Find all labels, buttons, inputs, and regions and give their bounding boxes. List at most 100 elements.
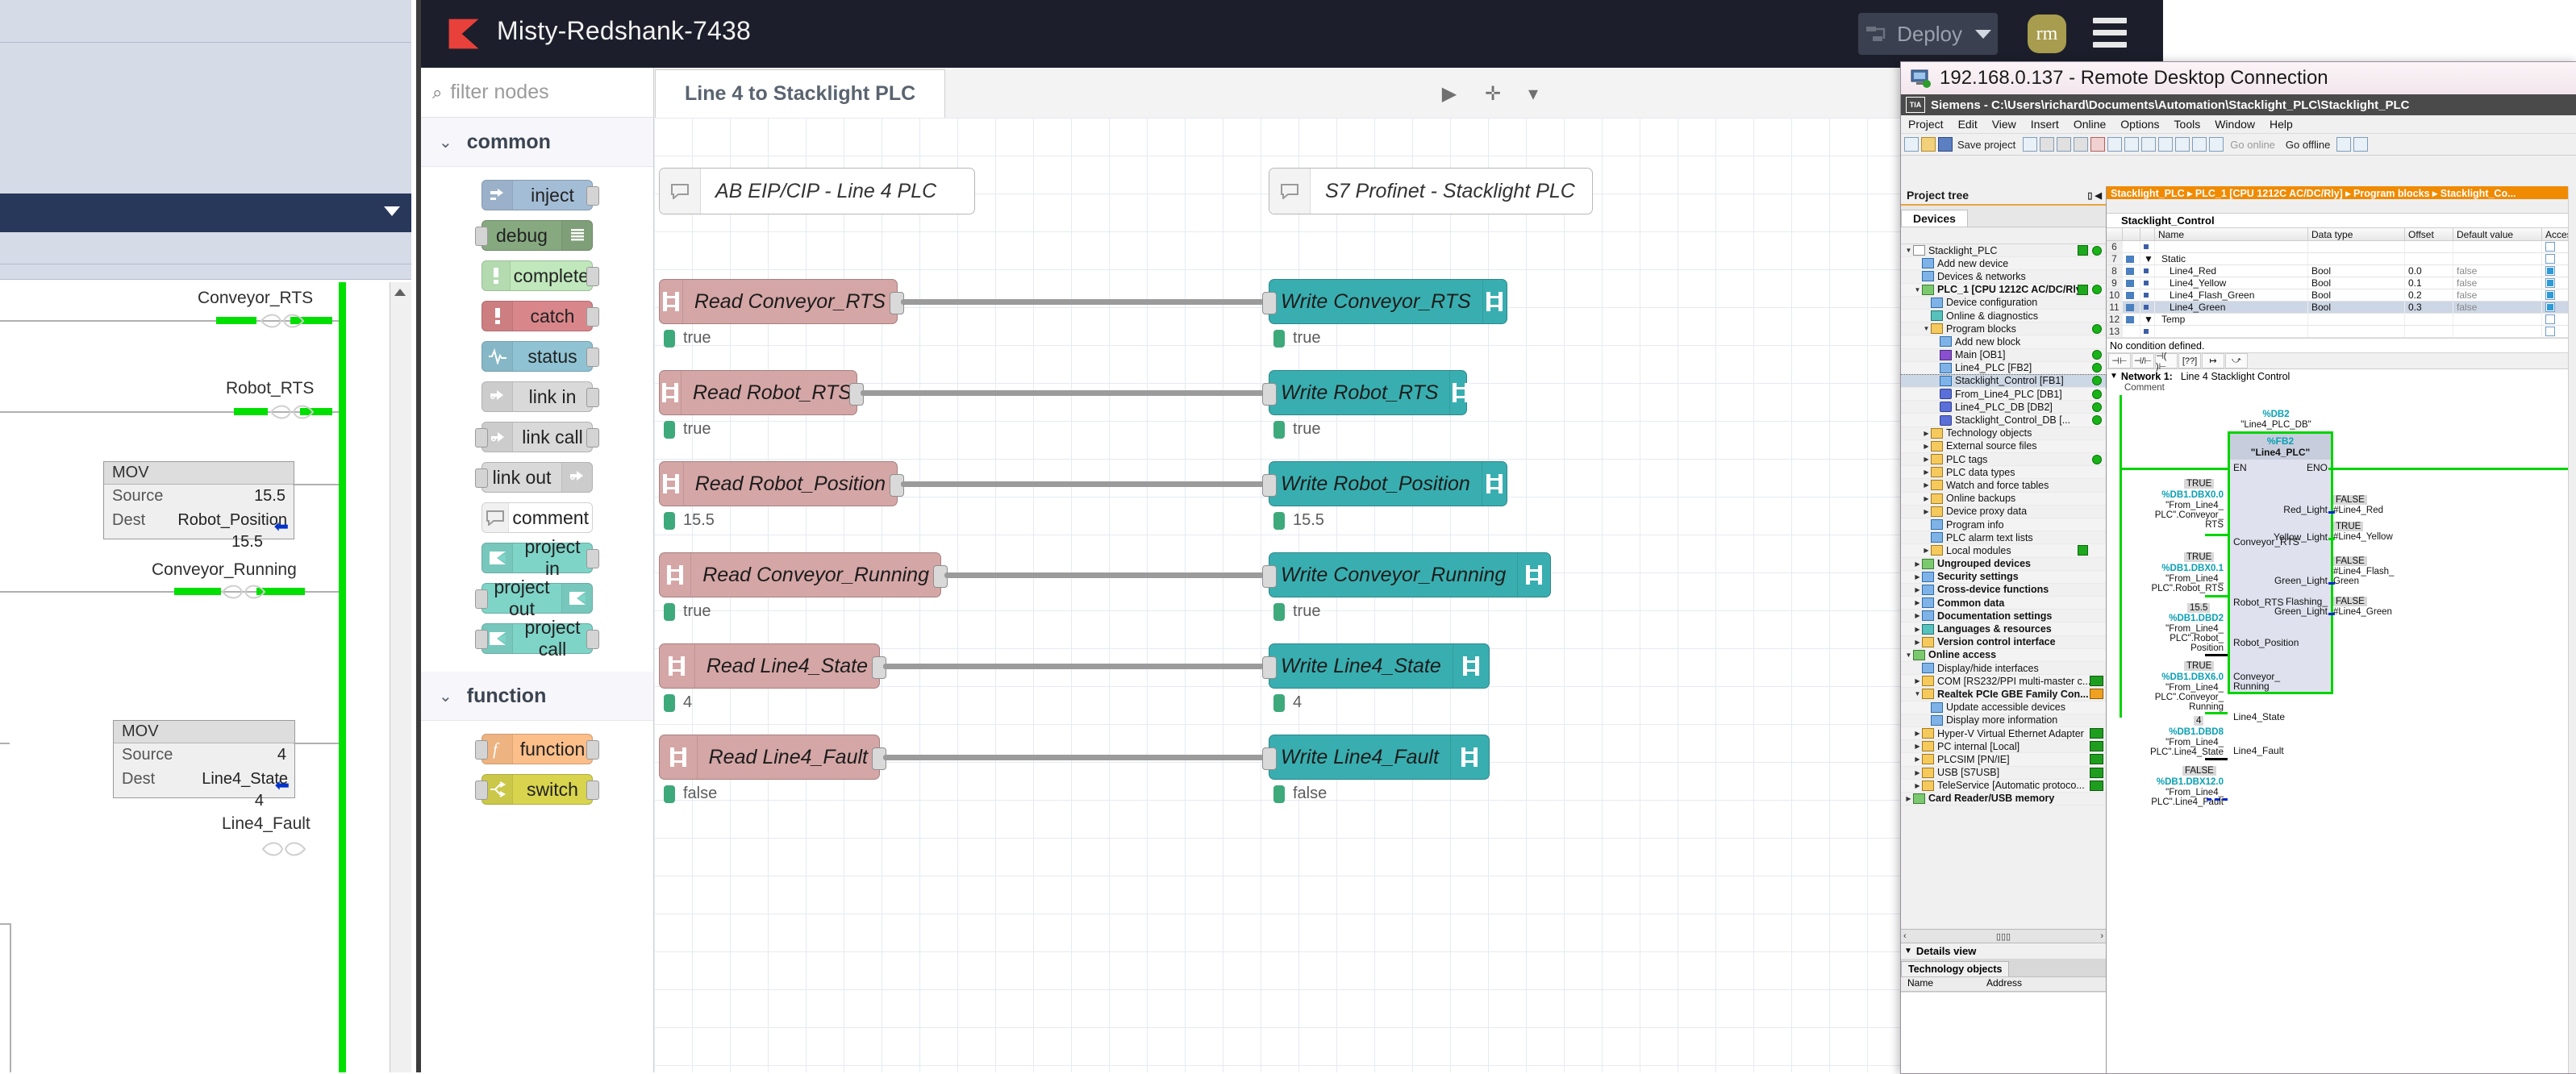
flow-wire[interactable]	[944, 572, 1264, 578]
tree-item[interactable]: ▼Online access	[1901, 649, 2106, 662]
node-output-port[interactable]	[586, 186, 599, 206]
palette-node-status[interactable]: status	[481, 341, 593, 372]
tree-arrow-icon[interactable]: ▶	[1913, 756, 1922, 763]
row-number[interactable]: 12	[2107, 314, 2123, 326]
node-output-port[interactable]	[586, 348, 599, 367]
node-write[interactable]: Write Line4_State	[1269, 643, 1490, 689]
node-input-port[interactable]	[475, 589, 488, 609]
node-output-port[interactable]	[586, 428, 599, 448]
row-datatype[interactable]	[2308, 326, 2405, 338]
comment-node[interactable]: S7 Profinet - Stacklight PLC	[1269, 168, 1593, 214]
row-default-value[interactable]: false	[2453, 302, 2542, 314]
row-tag-icon[interactable]	[2123, 289, 2140, 302]
delete-icon[interactable]	[2090, 137, 2105, 152]
row-expander-icon[interactable]	[2140, 289, 2155, 302]
row-number[interactable]: 11	[2107, 302, 2123, 314]
tree-item[interactable]: ▶Common data	[1901, 597, 2106, 610]
row-default-value[interactable]	[2453, 314, 2542, 326]
tree-item[interactable]: Update accessible devices	[1901, 701, 2106, 714]
tree-arrow-icon[interactable]: ▶	[1913, 743, 1922, 750]
tree-arrow-icon[interactable]: ▶	[1913, 573, 1922, 581]
tree-arrow-icon[interactable]: ▶	[1922, 443, 1931, 450]
tree-arrow-icon[interactable]: ▼	[1913, 690, 1922, 697]
row-number[interactable]: 13	[2107, 326, 2123, 338]
row-number[interactable]: 6	[2107, 241, 2123, 253]
menu-insert[interactable]: Insert	[2024, 118, 2066, 131]
flow-wire[interactable]	[901, 481, 1264, 487]
tree-item[interactable]: ▶Device proxy data	[1901, 506, 2106, 518]
tree-arrow-icon[interactable]: ▶	[1904, 795, 1913, 802]
tree-item[interactable]: Devices & networks	[1901, 270, 2106, 283]
ladder-selected-row[interactable]	[0, 194, 411, 232]
palette-node-complete[interactable]: complete	[481, 260, 593, 291]
tia-menubar[interactable]: ProjectEditViewInsertOnlineOptionsToolsW…	[1901, 115, 2576, 134]
interface-table[interactable]: NameData typeOffsetDefault valueAccessib…	[2107, 227, 2576, 338]
node-input-port[interactable]	[475, 227, 488, 246]
menu-project[interactable]: Project	[1901, 118, 1951, 131]
node-input-port[interactable]	[1262, 383, 1277, 406]
tree-item[interactable]: ▶TeleService [Automatic protoco...	[1901, 780, 2106, 793]
flow-wire[interactable]	[901, 299, 1264, 305]
tree-item[interactable]: Program info	[1901, 518, 2106, 531]
chevron-down-icon[interactable]	[1975, 30, 1991, 39]
palette-category-common[interactable]: ⌄common	[421, 118, 653, 167]
flow-wire[interactable]	[861, 390, 1264, 396]
ladder-network-canvas[interactable]: %DB2 "Line4_PLC_DB" %FB2 "Line4_PLC" EN …	[2107, 395, 2576, 734]
row-number[interactable]: 8	[2107, 265, 2123, 277]
row-offset[interactable]: 0.1	[2405, 277, 2453, 289]
go-online-label[interactable]: Go online	[2226, 139, 2279, 151]
row-datatype[interactable]	[2308, 253, 2405, 265]
tree-item[interactable]: ▶Languages & resources	[1901, 622, 2106, 635]
tab-technology-objects[interactable]: Technology objects	[1901, 961, 2009, 976]
tree-arrow-icon[interactable]: ▶	[1922, 456, 1931, 463]
tree-arrow-icon[interactable]: ▶	[1922, 547, 1931, 554]
row-expander-icon[interactable]	[2140, 265, 2155, 277]
node-input-port[interactable]	[475, 781, 488, 800]
tree-arrow-icon[interactable]: ▶	[1913, 782, 1922, 789]
tree-item[interactable]: Stacklight_Control [FB1]	[1901, 375, 2106, 388]
tab-line4-to-stacklight-plc[interactable]: Line 4 to Stacklight PLC	[655, 69, 945, 119]
row-datatype[interactable]	[2308, 314, 2405, 326]
menu-tools[interactable]: Tools	[2167, 118, 2208, 131]
tree-item[interactable]: ▶PLC tags	[1901, 453, 2106, 466]
go-offline-label[interactable]: Go offline	[2282, 139, 2334, 151]
tree-item[interactable]: ▶COM [RS232/PPI multi-master c...	[1901, 675, 2106, 688]
tree-item[interactable]: ▶PC internal [Local]	[1901, 740, 2106, 753]
palette-node-function[interactable]: ffunction	[481, 734, 593, 764]
node-write[interactable]: Write Conveyor_Running	[1269, 552, 1551, 597]
node-write[interactable]: Write Line4_Fault	[1269, 735, 1490, 780]
tree-arrow-icon[interactable]: ▶	[1922, 481, 1931, 489]
ladder-element-4[interactable]: ↦	[2202, 353, 2224, 368]
tree-arrow-icon[interactable]: ▼	[1904, 247, 1913, 254]
add-flow-icon[interactable]: ✛	[1478, 81, 1507, 106]
palette-node-comment[interactable]: comment	[481, 502, 593, 533]
tree-item[interactable]: From_Line4_PLC [DB1]	[1901, 388, 2106, 401]
menu-view[interactable]: View	[1985, 118, 2024, 131]
tree-arrow-icon[interactable]: ▶	[1913, 730, 1922, 737]
node-output-port[interactable]	[586, 307, 599, 327]
palette-node-switch[interactable]: switch	[481, 774, 593, 805]
ladder-element-3[interactable]: [??]	[2178, 353, 2201, 368]
palette-node-project-in[interactable]: project in	[481, 543, 593, 573]
tree-item[interactable]: ▶Card Reader/USB memory	[1901, 793, 2106, 806]
project-tree[interactable]: ▼Stacklight_PLCAdd new deviceDevices & n…	[1901, 244, 2106, 806]
tia-editor-panel[interactable]: Stacklight_PLC ▸ PLC_1 [CPU 1212C AC/DC/…	[2107, 186, 2576, 1073]
tree-item[interactable]: ▶Version control interface	[1901, 636, 2106, 649]
menu-help[interactable]: Help	[2262, 118, 2300, 131]
help-icon[interactable]	[2336, 137, 2351, 152]
row-default-value[interactable]	[2453, 326, 2542, 338]
tree-arrow-icon[interactable]: ▶	[1922, 495, 1931, 502]
row-datatype[interactable]: Bool	[2308, 289, 2405, 302]
tree-arrow-icon[interactable]: ▶	[1913, 639, 1922, 646]
paste-icon[interactable]	[2074, 137, 2088, 152]
node-read[interactable]: Read Line4_State	[659, 643, 880, 689]
print-icon[interactable]	[2023, 137, 2037, 152]
menu-online[interactable]: Online	[2066, 118, 2113, 131]
row-offset[interactable]	[2405, 326, 2453, 338]
tree-item[interactable]: ▶Watch and force tables	[1901, 479, 2106, 492]
node-write[interactable]: Write Robot_Position	[1269, 461, 1507, 506]
palette-category-function[interactable]: ⌄function	[421, 672, 653, 721]
row-number[interactable]: 9	[2107, 277, 2123, 289]
row-tag-icon[interactable]	[2123, 277, 2140, 289]
tree-arrow-icon[interactable]: ▶	[1922, 508, 1931, 515]
